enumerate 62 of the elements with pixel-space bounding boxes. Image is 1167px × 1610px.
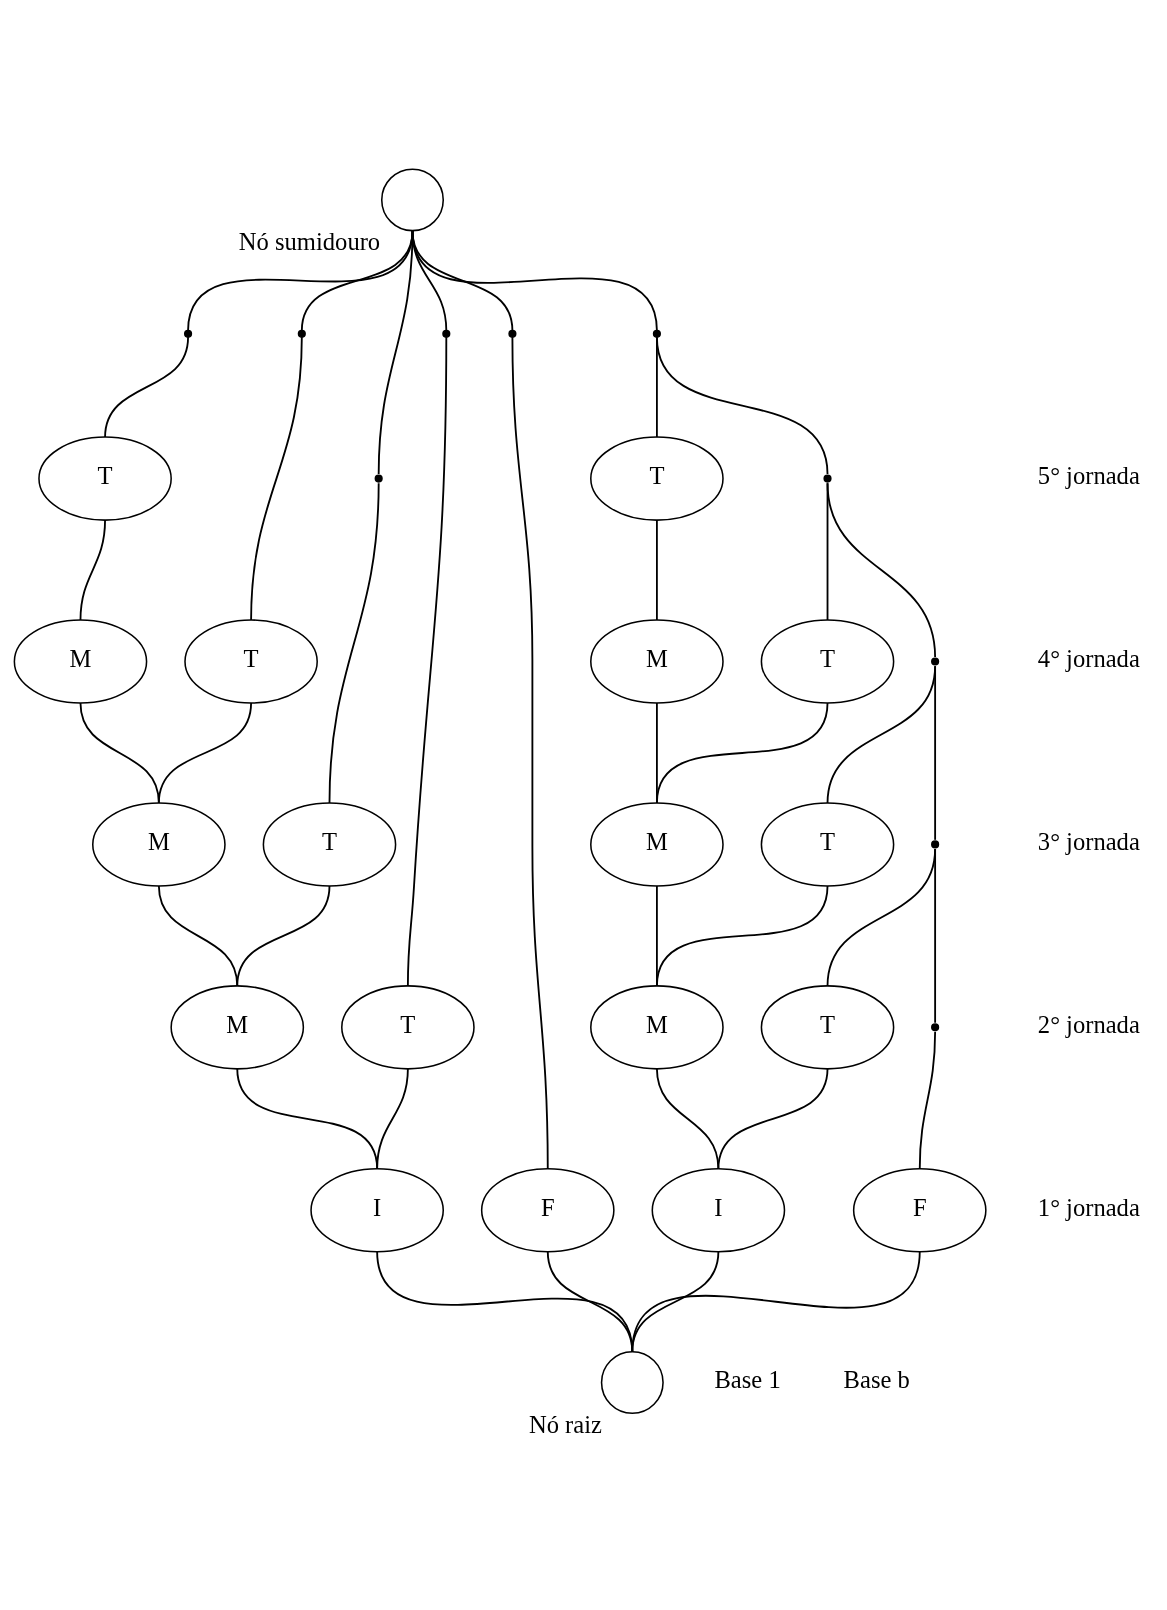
- node-ellipse: M: [590, 985, 724, 1070]
- node-point: [931, 840, 940, 849]
- connector: [411, 229, 514, 332]
- connector: [934, 848, 937, 1024]
- node-ellipse: T: [341, 985, 475, 1070]
- connector: [656, 336, 829, 475]
- node-ellipse: T: [760, 619, 895, 704]
- connector: [934, 665, 937, 841]
- connector: [187, 229, 414, 332]
- node-ellipse: I: [310, 1168, 444, 1253]
- node-point: [297, 329, 306, 338]
- connector: [656, 1067, 720, 1170]
- node-ellipse: T: [590, 436, 724, 521]
- node-point: [442, 329, 451, 338]
- node-circle: [600, 1350, 664, 1414]
- node-point: [931, 1023, 940, 1032]
- connector: [157, 702, 252, 804]
- node-ellipse: M: [170, 985, 305, 1070]
- connector: [104, 336, 189, 439]
- node-ellipse: F: [480, 1168, 615, 1253]
- node-ellipse: T: [760, 985, 895, 1070]
- connector: [656, 885, 829, 987]
- connector: [631, 1250, 921, 1353]
- label: 5° jornada: [1037, 462, 1140, 490]
- node-point: [374, 474, 383, 483]
- node-ellipse: T: [38, 436, 172, 521]
- node-circle: [381, 168, 444, 232]
- connector: [411, 229, 658, 332]
- node-ellipse: F: [852, 1168, 987, 1253]
- node-point: [184, 329, 193, 338]
- connector: [656, 702, 829, 804]
- node-label: Nó raiz: [528, 1410, 602, 1438]
- node-point: [508, 329, 517, 338]
- label: 3° jornada: [1037, 828, 1140, 856]
- label: Base b: [843, 1366, 910, 1394]
- connector: [918, 1031, 937, 1170]
- node-label: Nó sumidouro: [238, 228, 381, 256]
- connector: [79, 519, 106, 621]
- connector: [826, 482, 937, 658]
- node-point: [931, 657, 940, 666]
- node-point: [823, 474, 832, 483]
- connector: [717, 1067, 829, 1170]
- connector: [406, 336, 448, 987]
- connector: [236, 885, 331, 987]
- node-ellipse: T: [760, 802, 895, 887]
- node-ellipse: M: [590, 619, 724, 704]
- node-ellipse: I: [651, 1168, 786, 1253]
- label: 1° jornada: [1037, 1194, 1140, 1222]
- node-point: [652, 329, 661, 338]
- label: 2° jornada: [1037, 1011, 1140, 1039]
- label: Base 1: [714, 1366, 781, 1394]
- node-ellipse: T: [262, 802, 397, 887]
- connector: [511, 336, 549, 1170]
- connector: [656, 519, 658, 621]
- node-ellipse: M: [92, 802, 226, 887]
- connector: [376, 1067, 409, 1170]
- node-ellipse: M: [590, 802, 724, 887]
- label: 4° jornada: [1037, 645, 1140, 673]
- connector: [250, 336, 303, 621]
- node-ellipse: T: [184, 619, 318, 704]
- node-ellipse: M: [13, 619, 148, 704]
- connector: [328, 482, 380, 804]
